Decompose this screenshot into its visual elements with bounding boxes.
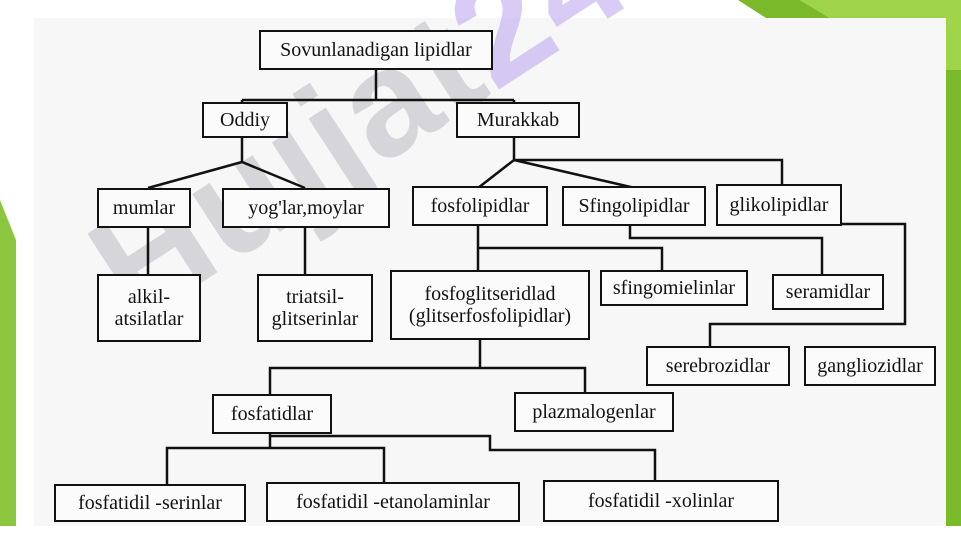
node-label: Murakkab [476, 109, 560, 131]
node-label: mumlar [112, 197, 176, 219]
node-fosfatidil-xolinlar: fosfatidil -xolinlar [543, 480, 779, 522]
connector-oddiy [147, 136, 306, 190]
node-sovunlanadigan-lipidlar: Sovunlanadigan lipidlar [259, 30, 493, 70]
node-gangliozidlar: gangliozidlar [804, 346, 936, 386]
bottom-crop [0, 526, 961, 540]
node-label: sfingomielinlar [612, 277, 736, 299]
node-oddiy: Oddiy [202, 102, 288, 138]
node-yoglar-moylar: yog'lar,moylar [222, 188, 390, 228]
node-label: seramidlar [785, 281, 871, 303]
node-fosfoglitseridlad: fosfoglitseridlad(glitserfosfolipidlar) [390, 270, 590, 340]
node-label: gangliozidlar [817, 355, 923, 377]
left-edge-accent [0, 200, 16, 540]
node-sfingomielinlar: sfingomielinlar [600, 270, 748, 306]
node-fosfolipidlar: fosfolipidlar [412, 186, 548, 226]
node-label: plazmalogenlar [532, 401, 656, 423]
node-label: Oddiy [220, 109, 270, 131]
node-fosfatidil-etanolaminlar: fosfatidil -etanolaminlar [266, 482, 520, 522]
node-label: Sfingolipidlar [578, 195, 690, 217]
connector-root [240, 68, 516, 104]
top-right-accent [800, 0, 961, 70]
node-fosfatidlar: fosfatidlar [212, 394, 332, 434]
connector-fosfatidlar [165, 432, 657, 486]
node-murakkab: Murakkab [456, 102, 580, 138]
node-label-line: (glitserfosfolipidlar) [408, 305, 572, 327]
node-label: fosfatidil -etanolaminlar [296, 491, 490, 513]
node-label-line: glitserinlar [271, 308, 359, 330]
node-label: Sovunlanadigan lipidlar [280, 39, 472, 61]
connector-glikolipidlar [708, 222, 907, 346]
connector-sfingolipidlar [628, 224, 824, 274]
node-fosfatidil-serinlar: fosfatidil -serinlar [54, 484, 246, 522]
node-label: serebrozidlar [665, 355, 771, 377]
node-triatsil-glitserinlar: triatsil-glitserinlar [257, 274, 373, 342]
node-plazmalogenlar: plazmalogenlar [514, 392, 674, 432]
node-label: glikolipidlar [729, 194, 829, 216]
node-glikolipidlar: glikolipidlar [716, 184, 842, 226]
node-label: fosfatidil -serinlar [78, 492, 222, 514]
node-label-line: triatsil- [286, 286, 344, 308]
connector-fosfolipidlar [476, 224, 664, 272]
node-alkil-atsilatlar: alkil-atsilatlar [97, 274, 201, 342]
connector-murakkab [477, 136, 784, 190]
node-label-line: fosfoglitseridlad [424, 283, 556, 305]
top-accent-stripe [738, 0, 830, 18]
node-label: fosfolipidlar [430, 195, 530, 217]
node-mumlar: mumlar [97, 188, 191, 228]
node-label-line: alkil- [127, 286, 171, 308]
node-label-line: atsilatlar [114, 308, 184, 330]
node-label: yog'lar,moylar [248, 197, 364, 219]
node-serebrozidlar: serebrozidlar [646, 346, 790, 386]
right-edge-accent [946, 70, 961, 540]
connector-fosfoglitseridlad [268, 338, 587, 394]
node-label: fosfatidil -xolinlar [587, 490, 735, 512]
node-sfingolipidlar: Sfingolipidlar [562, 186, 706, 226]
node-seramidlar: seramidlar [772, 274, 884, 310]
node-label: fosfatidlar [230, 403, 314, 425]
